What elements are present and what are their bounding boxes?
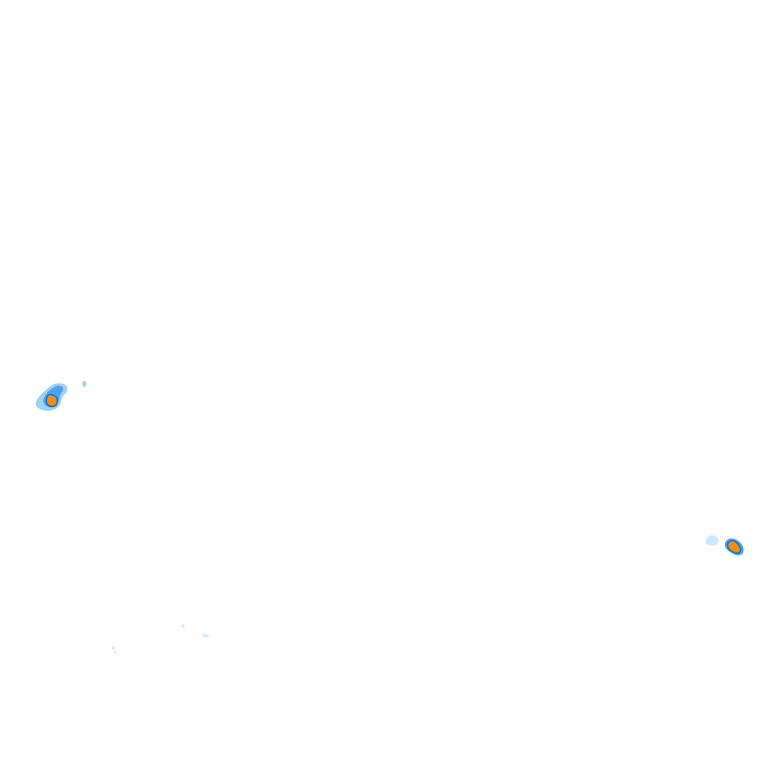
precip-speck [113,650,117,654]
precip-speck-west [82,380,87,388]
precip-speck [181,624,185,628]
precip-cell-west [35,380,87,411]
precip-speckles-south [111,624,209,654]
precip-cell-east [705,535,744,556]
precip-speck [111,646,115,650]
precip-cell-east-light [705,535,719,546]
precip-cell-west-heavy [45,393,59,408]
precip-speck [202,633,209,638]
precip-cell-east-heavy [726,539,742,554]
